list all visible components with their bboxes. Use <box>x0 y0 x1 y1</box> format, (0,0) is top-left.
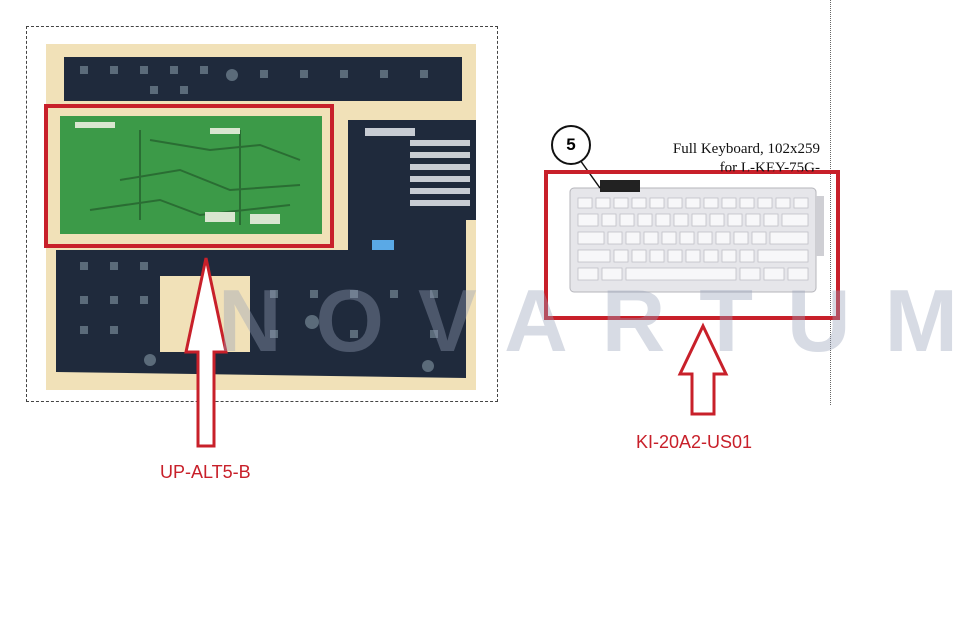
highlight-box-keyboard <box>544 170 840 320</box>
arrow-up-right <box>677 322 729 416</box>
dotted-divider-right <box>830 0 831 405</box>
pcb-lower-board <box>56 215 466 378</box>
highlight-box-pcb <box>44 104 334 248</box>
arrow-up-left <box>184 257 228 448</box>
keyboard-connector <box>600 180 640 192</box>
keyboard-caption: Full Keyboard, 102x259 for L-KEY-75G- <box>620 140 820 178</box>
label-right-part: KI-20A2-US01 <box>636 432 753 452</box>
caption-line-1: Full Keyboard, 102x259 <box>672 141 820 157</box>
callout-leader-line <box>579 159 601 189</box>
label-left-part: UP-ALT5-B <box>160 462 251 482</box>
watermark: NOVARTUM <box>218 271 976 370</box>
callout-number: 5 <box>551 125 591 165</box>
pcb-top-strip <box>64 57 462 101</box>
caption-line-2: for L-KEY-75G- <box>719 160 820 176</box>
dashed-frame-left <box>26 26 498 402</box>
